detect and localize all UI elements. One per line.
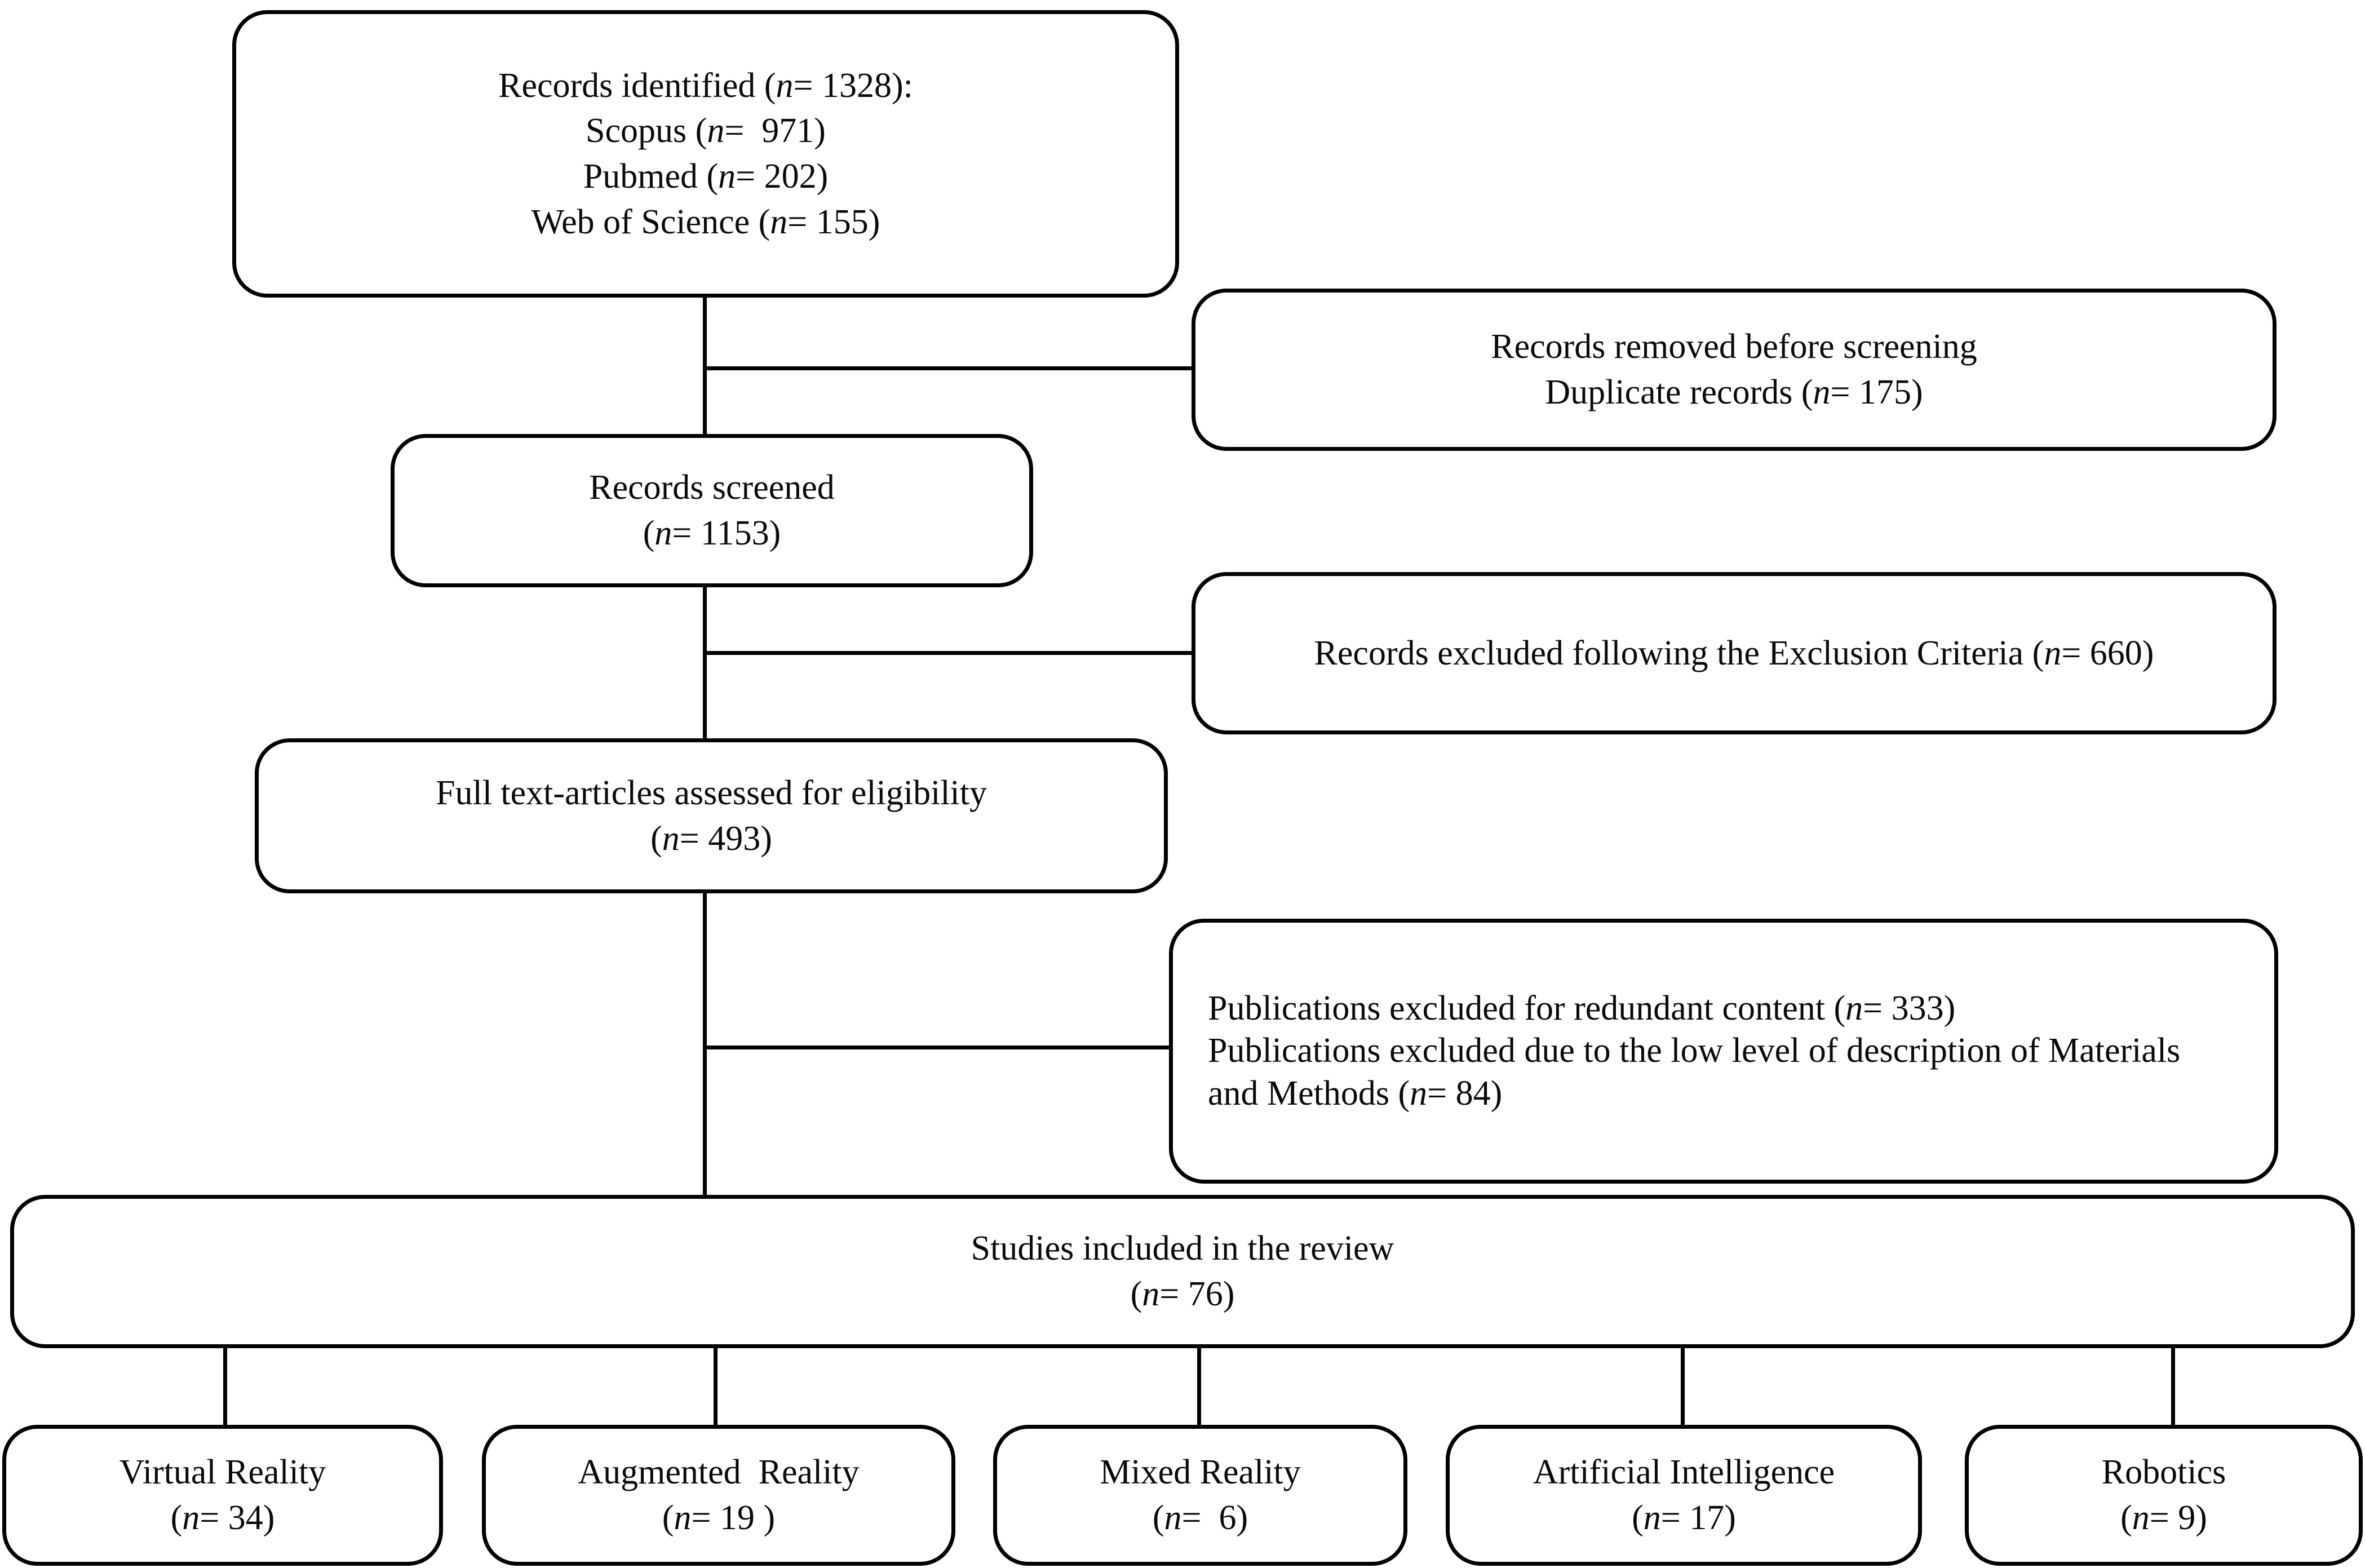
publications-excluded-box: Publications excluded for redundant cont… (1169, 919, 2278, 1184)
category-label-mixed-reality: Mixed Reality (1100, 1453, 1301, 1492)
records-removed-line-1: Records removed before screening (1491, 327, 1977, 366)
connector-included-to-mixed-reality (1197, 1344, 1201, 1429)
connector-included-to-artificial-intelligence (1681, 1344, 1685, 1429)
category-label-virtual-reality: Virtual Reality (119, 1453, 326, 1492)
n-symbol: n (776, 66, 794, 105)
records-identified-line-4: Web of Science (n= 155) (531, 202, 880, 241)
category-label-artificial-intelligence: Artificial Intelligence (1533, 1453, 1835, 1492)
n-symbol: n (770, 202, 788, 241)
records-screened-line-2: (n= 1153) (643, 514, 781, 552)
category-count-artificial-intelligence: (n= 17) (1632, 1499, 1736, 1537)
n-symbol: n (707, 112, 725, 150)
category-label-robotics: Robotics (2101, 1453, 2226, 1492)
connector-branch-records-excluded (703, 651, 1193, 655)
connector-included-to-virtual-reality (223, 1344, 227, 1429)
category-box-robotics: Robotics (n= 9) (1965, 1425, 2363, 1566)
category-count-mixed-reality: (n= 6) (1152, 1499, 1248, 1537)
category-box-artificial-intelligence: Artificial Intelligence (n= 17) (1446, 1425, 1922, 1566)
n-symbol: n (718, 157, 736, 196)
records-screened-line-1: Records screened (589, 468, 835, 507)
n-symbol: n (182, 1499, 200, 1537)
full-text-articles-line-1: Full text-articles assessed for eligibil… (435, 773, 987, 812)
publications-excluded-line-3: and Methods (n= 84) (1208, 1074, 1503, 1113)
n-symbol: n (654, 514, 672, 552)
category-box-mixed-reality: Mixed Reality (n= 6) (993, 1425, 1407, 1566)
category-label-augmented-reality: Augmented Reality (578, 1453, 860, 1492)
publications-excluded-line-1: Publications excluded for redundant cont… (1208, 989, 1956, 1027)
records-removed-line-2: Duplicate records (n= 175) (1545, 373, 1923, 411)
publications-excluded-line-2: Publications excluded due to the low lev… (1208, 1031, 2181, 1070)
n-symbol: n (2132, 1499, 2150, 1537)
connector-included-to-robotics (2171, 1344, 2175, 1429)
category-count-augmented-reality: (n= 19 ) (662, 1499, 776, 1537)
studies-included-line-2: (n= 76) (1130, 1275, 1235, 1313)
records-identified-line-1: Records identified (n= 1328): (498, 66, 913, 105)
n-symbol: n (1142, 1275, 1160, 1313)
records-removed-box: Records removed before screening Duplica… (1192, 289, 2277, 451)
studies-included-line-1: Studies included in the review (971, 1229, 1394, 1268)
n-symbol: n (1643, 1499, 1661, 1537)
connector-fulltext-to-included (703, 885, 707, 1201)
records-identified-box: Records identified (n= 1328): Scopus (n=… (232, 10, 1179, 298)
records-excluded-line-1: Records excluded following the Exclusion… (1314, 634, 2154, 672)
connector-screened-to-fulltext (703, 583, 707, 741)
n-symbol: n (2044, 634, 2062, 672)
n-symbol: n (1164, 1499, 1182, 1537)
n-symbol: n (674, 1499, 692, 1537)
records-identified-line-3: Pubmed (n= 202) (583, 157, 829, 196)
studies-included-box: Studies included in the review (n= 76) (10, 1195, 2355, 1348)
records-identified-line-2: Scopus (n= 971) (586, 112, 826, 150)
category-count-robotics: (n= 9) (2120, 1499, 2207, 1537)
n-symbol: n (1845, 989, 1863, 1027)
n-symbol: n (1813, 373, 1831, 411)
connector-branch-records-removed (703, 366, 1193, 370)
category-box-virtual-reality: Virtual Reality (n= 34) (2, 1425, 443, 1566)
category-box-augmented-reality: Augmented Reality (n= 19 ) (482, 1425, 955, 1566)
records-excluded-box: Records excluded following the Exclusion… (1192, 572, 2277, 734)
n-symbol: n (662, 819, 680, 858)
full-text-articles-line-2: (n= 493) (650, 819, 772, 858)
connector-branch-publications-excluded (703, 1046, 1171, 1049)
full-text-articles-box: Full text-articles assessed for eligibil… (255, 738, 1168, 893)
connector-included-to-augmented-reality (714, 1344, 718, 1429)
n-symbol: n (1410, 1074, 1428, 1113)
records-screened-box: Records screened (n= 1153) (391, 434, 1033, 587)
category-count-virtual-reality: (n= 34) (170, 1499, 275, 1537)
